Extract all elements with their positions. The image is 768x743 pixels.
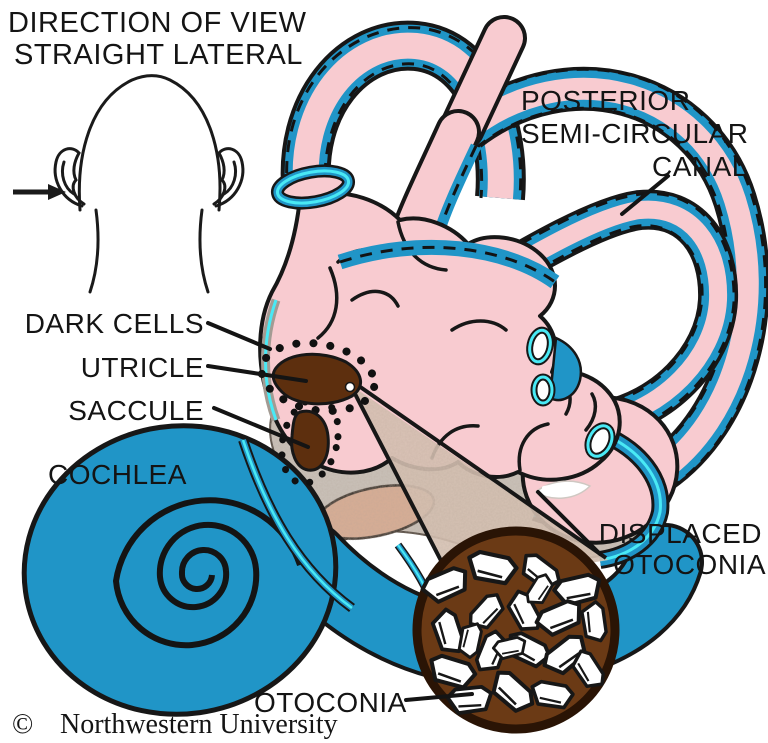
leader-lines <box>206 174 670 702</box>
displaced-otoconia-patch <box>534 480 592 499</box>
label-displaced-line1: DISPLACED <box>599 518 762 549</box>
leader-displaced-otoconia <box>536 490 602 556</box>
label-posterior-line3: CANAL <box>652 151 748 182</box>
copyright-text: Northwestern University <box>60 709 338 740</box>
leader-posterior-canal <box>620 174 670 216</box>
label-displaced-line2: OTOCONIA <box>613 549 766 580</box>
canal-opening-rings <box>270 164 616 460</box>
saccule-shape <box>290 409 330 472</box>
label-utricle: UTRICLE <box>81 352 204 383</box>
label-otoconia: OTOCONIA <box>254 687 407 718</box>
title-line1: DIRECTION OF VIEW <box>8 7 307 39</box>
copyright-symbol: © <box>12 709 33 740</box>
text-labels: DIRECTION OF VIEW STRAIGHT LATERAL POSTE… <box>8 7 766 740</box>
head-icon <box>53 74 245 294</box>
cochlea-spiral <box>112 497 303 649</box>
label-posterior-line1: POSTERIOR <box>521 85 690 116</box>
leader-utricle <box>206 364 308 383</box>
leader-saccule <box>212 406 310 449</box>
label-dark-cells: DARK CELLS <box>25 308 204 339</box>
direction-arrow-icon <box>13 184 66 200</box>
otoconia-magnified-circle <box>412 526 620 734</box>
utricle-shape <box>271 352 362 406</box>
label-posterior-line2: SEMI-CIRCULAR <box>521 118 748 149</box>
leader-dark-cells <box>206 321 272 351</box>
cochlear-duct-boundary <box>238 438 437 613</box>
label-cochlea: COCHLEA <box>48 459 187 490</box>
title-line2: STRAIGHT LATERAL <box>14 39 303 71</box>
label-saccule: SACCULE <box>68 395 204 426</box>
leader-otoconia <box>404 692 474 702</box>
